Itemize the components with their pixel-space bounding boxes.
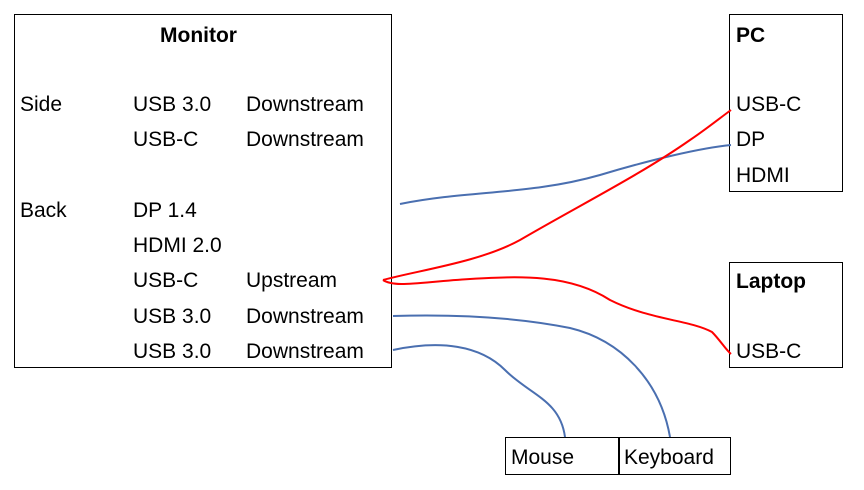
pc-port-dp: DP bbox=[736, 128, 766, 151]
pc-port-usbc: USB-C bbox=[736, 93, 802, 116]
back-port-4: USB 3.0 bbox=[133, 305, 212, 328]
side-role-2: Downstream bbox=[246, 128, 364, 151]
pc-port-hdmi: HDMI bbox=[736, 164, 790, 187]
laptop-title: Laptop bbox=[736, 270, 806, 293]
back-port-2: HDMI 2.0 bbox=[133, 234, 222, 257]
cable-usbc-to-laptop bbox=[382, 276, 732, 355]
back-role-4: Downstream bbox=[246, 305, 364, 328]
side-label: Side bbox=[20, 93, 63, 116]
side-port-1: USB 3.0 bbox=[133, 93, 212, 116]
back-role-5: Downstream bbox=[246, 340, 364, 363]
mouse-label: Mouse bbox=[511, 446, 575, 469]
cable-usbc-to-pc bbox=[382, 109, 732, 281]
pc-title: PC bbox=[736, 24, 766, 47]
mouse-box bbox=[505, 437, 620, 475]
cable-usb3-to-mouse bbox=[392, 344, 566, 438]
cable-usb3-to-keyboard bbox=[392, 314, 671, 438]
side-port-2: USB-C bbox=[133, 128, 199, 151]
back-port-1: DP 1.4 bbox=[133, 199, 197, 222]
side-role-1: Downstream bbox=[246, 93, 364, 116]
laptop-box bbox=[729, 262, 843, 368]
keyboard-box bbox=[618, 437, 731, 475]
cable-dp-to-pc bbox=[399, 144, 732, 205]
back-port-3: USB-C bbox=[133, 269, 199, 292]
monitor-box bbox=[14, 14, 392, 368]
pc-box bbox=[729, 14, 843, 192]
back-port-5: USB 3.0 bbox=[133, 340, 212, 363]
laptop-port-usbc: USB-C bbox=[736, 340, 802, 363]
monitor-title: Monitor bbox=[160, 24, 237, 47]
back-label: Back bbox=[20, 199, 67, 222]
back-role-3: Upstream bbox=[246, 269, 338, 292]
keyboard-label: Keyboard bbox=[624, 446, 714, 469]
